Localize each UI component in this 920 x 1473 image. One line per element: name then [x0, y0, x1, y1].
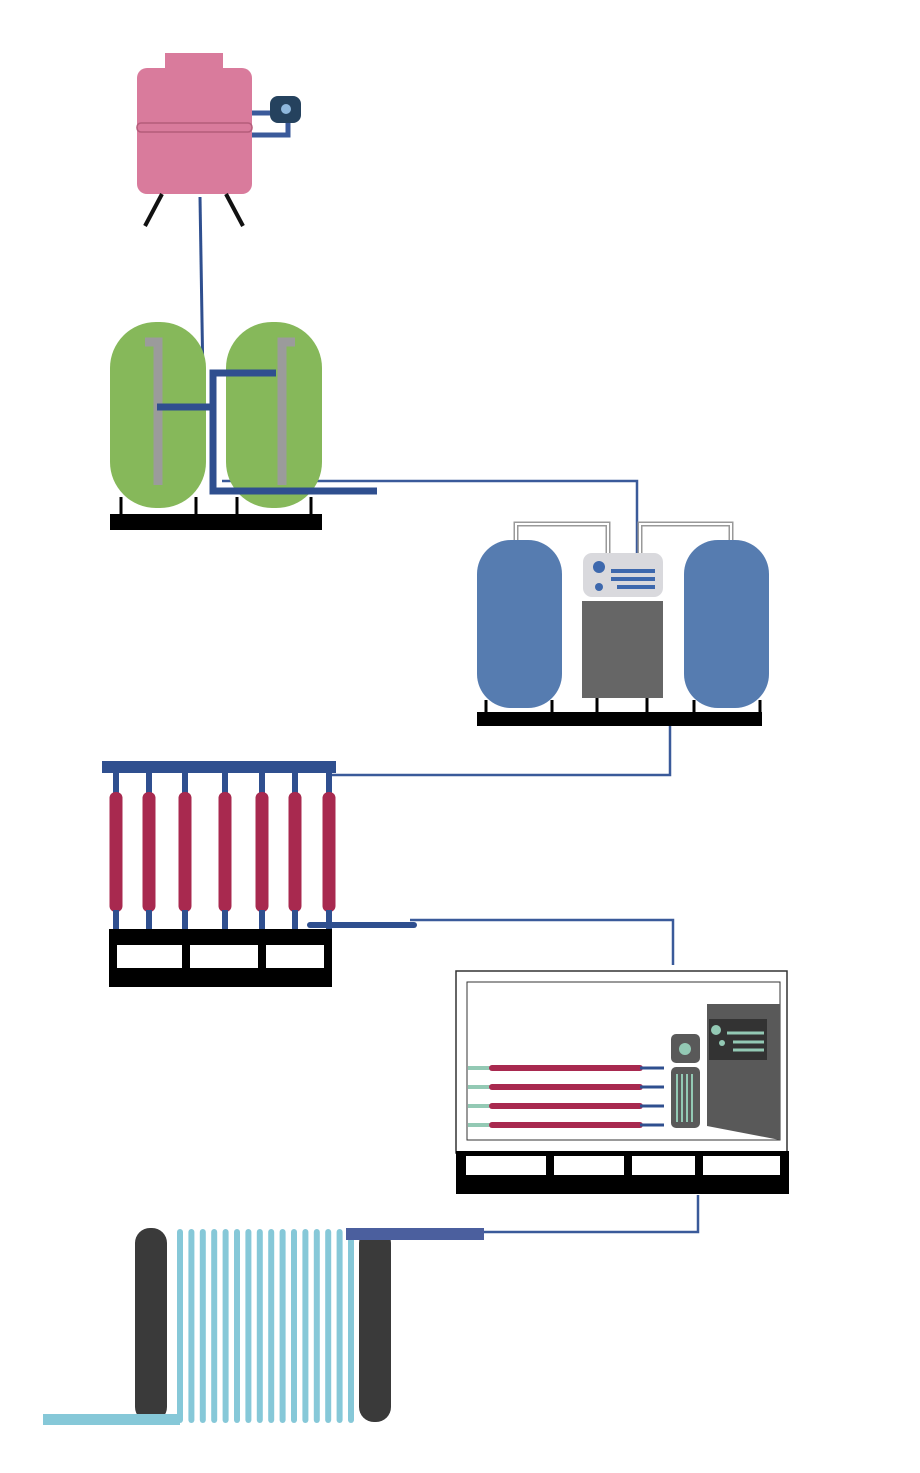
filter-base-frame	[109, 944, 332, 968]
pressure-tank-body	[137, 68, 252, 194]
softener-riser-right	[277, 337, 295, 485]
pressure-tank-leg-left	[143, 193, 164, 227]
uv-base-frame	[456, 1151, 789, 1177]
cartridge-filter-bank-icon	[102, 761, 417, 987]
pipe-softener-to-ro	[222, 479, 639, 553]
coil-loop	[199, 1229, 206, 1423]
uv-sterilizer-cabinet-icon	[455, 970, 789, 1194]
pipe-ro-to-filters	[330, 722, 672, 777]
softener-riser-left	[145, 337, 163, 485]
filter-cartridge	[109, 771, 123, 930]
coil-heat-exchanger-icon	[43, 1228, 484, 1425]
coil-loop	[222, 1229, 229, 1423]
coil-loop	[177, 1229, 183, 1423]
coil-loops	[177, 1229, 354, 1423]
coil-loop	[234, 1229, 240, 1423]
coil-loop	[279, 1229, 286, 1423]
uv-display-lines	[727, 1031, 764, 1052]
reverse-osmosis-unit-icon	[477, 521, 769, 726]
ro-display-lines	[611, 569, 655, 589]
ro-control-panel	[583, 553, 663, 597]
softener-base-rail	[110, 514, 322, 530]
filter-cartridge	[322, 771, 336, 930]
pipe-filters-to-uv	[410, 918, 675, 965]
coil-post-left	[135, 1228, 167, 1422]
uv-pump-indicator	[679, 1043, 691, 1055]
ro-indicator-light-small	[595, 583, 603, 591]
uv-display-dot	[711, 1025, 721, 1035]
ro-top-tubing-inner	[515, 523, 732, 556]
coil-loop	[291, 1229, 297, 1423]
pressure-tank-icon	[136, 53, 301, 227]
uv-pump-body	[671, 1067, 700, 1128]
coil-loop	[245, 1229, 252, 1423]
coil-inlet-pipe	[346, 1228, 484, 1240]
filter-cartridge	[142, 771, 156, 930]
pressure-tank-leg-right	[224, 193, 245, 227]
ro-legs	[484, 698, 762, 713]
uv-control-display	[709, 1019, 767, 1060]
softener-tank-right	[226, 322, 322, 508]
coil-post-right	[359, 1228, 391, 1422]
pipe-uv-to-coil	[480, 1195, 700, 1234]
filter-header-pipe	[102, 761, 336, 773]
pressure-tank-cap	[165, 53, 223, 71]
filter-base-top-rail	[109, 929, 332, 945]
coil-loop	[211, 1229, 218, 1423]
uv-display-dot-small	[719, 1040, 725, 1046]
filter-cartridge	[288, 771, 302, 930]
coil-outlet-pipe	[43, 1414, 180, 1425]
coil-loop	[268, 1229, 275, 1423]
coil-loop	[188, 1229, 195, 1423]
coil-loop	[302, 1229, 309, 1423]
coil-loop	[313, 1229, 320, 1423]
softener-legs	[119, 497, 313, 515]
ro-base-rail	[477, 712, 762, 726]
pressure-gauge-face	[281, 104, 291, 114]
uv-tubes	[468, 1065, 664, 1128]
twin-softener-icon	[110, 322, 377, 530]
filter-cartridges	[109, 771, 336, 930]
coil-loop	[256, 1229, 263, 1423]
pressure-tank-seam	[136, 122, 253, 133]
coil-loop	[348, 1229, 354, 1423]
ro-indicator-light	[593, 561, 605, 573]
uv-pump-grille	[676, 1074, 693, 1122]
uv-base-bottom-rail	[456, 1175, 789, 1194]
ro-tank-left	[477, 540, 562, 708]
softener-manifold	[157, 369, 377, 495]
filter-cartridge	[178, 771, 192, 930]
uv-base-top-rail	[456, 1151, 789, 1156]
filter-cartridge	[218, 771, 232, 930]
coil-loop	[336, 1229, 343, 1423]
filter-cartridge	[255, 771, 269, 930]
ro-cabinet	[582, 601, 663, 698]
ro-tank-right	[684, 540, 769, 708]
filter-base-bottom-rail	[109, 968, 332, 987]
coil-loop	[325, 1229, 332, 1423]
